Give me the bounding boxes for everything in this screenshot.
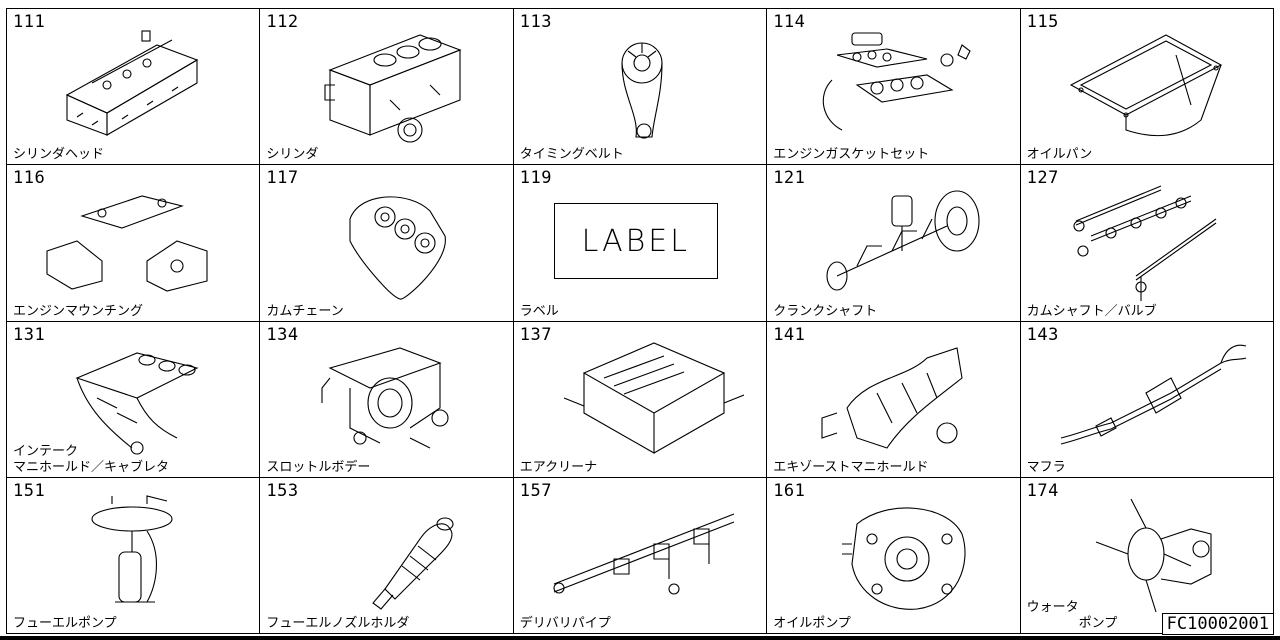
part-cell-label[interactable]: 119 LABEL ラベル: [513, 165, 768, 322]
engine-mount-icon: [37, 181, 237, 303]
part-cell-fuel-nozzle-holder[interactable]: 153 フューエルノズルホルダ: [260, 477, 514, 634]
part-cell-timing-belt[interactable]: 113 タイミングベルト: [513, 9, 768, 166]
fuel-nozzle-holder-icon: [290, 494, 490, 616]
part-number: 157: [519, 480, 553, 501]
exhaust-manifold-icon: [797, 338, 997, 460]
bottom-border: [0, 636, 1280, 640]
part-number: 161: [773, 480, 806, 501]
part-name: スロットルボデー: [266, 459, 371, 475]
part-name: カムシャフト／バルブ: [1026, 303, 1157, 319]
part-cell-exhaust-manifold[interactable]: 141 エキゾーストマニホールド: [767, 321, 1021, 478]
part-cell-air-cleaner[interactable]: 137 エアクリーナ: [513, 321, 768, 478]
part-cell-cam-chain[interactable]: 117 カムチェーン: [260, 165, 514, 322]
part-number: 137: [519, 324, 553, 345]
part-name: マフラ: [1026, 459, 1066, 475]
parts-grid: 111 シリンダヘッド 112: [6, 8, 1274, 634]
cylinder-head-icon: [37, 25, 237, 147]
part-name: エアクリーナ: [519, 459, 598, 475]
part-name: フューエルノズルホルダ: [266, 616, 410, 631]
part-number: 127: [1026, 168, 1059, 189]
part-number: 113: [519, 12, 553, 32]
cam-chain-icon: [290, 181, 490, 303]
part-name: タイミングベルト: [519, 147, 624, 163]
part-name: オイルパン: [1026, 147, 1093, 163]
part-name: フューエルポンプ: [13, 616, 117, 631]
part-name: オイルポンプ: [773, 616, 851, 631]
part-number: 114: [773, 12, 806, 32]
catalog-code: FC10002001: [1161, 613, 1274, 635]
label-icon: LABEL: [553, 203, 718, 280]
fuel-pump-icon: [37, 494, 237, 616]
part-number: 119: [519, 168, 553, 189]
part-cell-delivery-pipe[interactable]: 157 デリバリパイプ: [513, 477, 768, 634]
part-name: エンジンガスケットセット: [773, 147, 930, 163]
part-number: 112: [266, 12, 299, 32]
part-cell-muffler[interactable]: 143 マフラ: [1020, 321, 1274, 478]
oil-pump-icon: [797, 494, 997, 616]
part-cell-cylinder-head[interactable]: 111 シリンダヘッド: [7, 9, 261, 166]
gasket-set-icon: [797, 25, 997, 147]
part-cell-fuel-pump[interactable]: 151 フューエルポンプ: [7, 477, 261, 634]
part-cell-oil-pump[interactable]: 161 オイルポンプ: [767, 477, 1021, 634]
crankshaft-icon: [797, 181, 997, 303]
water-pump-icon: [1051, 494, 1251, 616]
part-name: カムチェーン: [266, 303, 344, 319]
part-cell-camshaft-valve[interactable]: 127 カムシャフト／バルブ: [1020, 165, 1274, 322]
throttle-body-icon: [290, 338, 490, 460]
label-box-text: LABEL: [581, 223, 690, 259]
part-number: 134: [266, 324, 299, 345]
part-number: 143: [1026, 324, 1059, 345]
part-number: 141: [773, 324, 806, 345]
part-name: デリバリパイプ: [519, 616, 611, 631]
timing-belt-icon: [544, 25, 744, 147]
part-name: エキゾーストマニホールド: [773, 459, 929, 475]
part-name: クランクシャフト: [773, 303, 878, 319]
intake-manifold-icon: [37, 338, 237, 460]
part-cell-gasket-set[interactable]: 114 エンジンガスケットセット: [767, 9, 1021, 166]
muffler-icon: [1051, 338, 1251, 460]
part-cell-crankshaft[interactable]: 121 クランクシャフト: [767, 165, 1021, 322]
part-name: エンジンマウンチング: [13, 303, 144, 319]
part-number: 115: [1026, 12, 1059, 32]
part-name: シリンダ: [266, 147, 319, 163]
delivery-pipe-icon: [544, 494, 744, 616]
oil-pan-icon: [1051, 25, 1251, 147]
part-cell-throttle-body[interactable]: 134 スロットルボデー: [260, 321, 514, 478]
part-number: 111: [13, 12, 46, 32]
part-name: ラベル: [519, 303, 559, 319]
part-number: 131: [13, 324, 46, 345]
part-name: インテーク マニホールド／キャブレタ: [13, 443, 170, 475]
part-number: 116: [13, 168, 46, 189]
part-cell-cylinder[interactable]: 112 シリンダ: [260, 9, 514, 166]
cylinder-block-icon: [290, 25, 490, 147]
part-cell-intake-manifold[interactable]: 131 インテーク マニホールド／キャブレタ: [7, 321, 261, 478]
part-number: 174: [1026, 480, 1059, 501]
part-cell-engine-mount[interactable]: 116 エンジンマウンチング: [7, 165, 261, 322]
part-cell-oil-pan[interactable]: 115 オイルパン: [1020, 9, 1274, 166]
air-cleaner-icon: [544, 338, 745, 460]
camshaft-valve-icon: [1051, 181, 1251, 303]
part-number: 121: [773, 168, 806, 189]
part-cell-water-pump[interactable]: 174 ウォータ ポンプ: [1020, 477, 1274, 634]
part-number: 117: [266, 168, 299, 189]
part-number: 153: [266, 480, 299, 501]
part-name: ウォータ ポンプ: [1026, 600, 1118, 631]
part-name: シリンダヘッド: [13, 147, 105, 163]
part-number: 151: [13, 480, 46, 501]
